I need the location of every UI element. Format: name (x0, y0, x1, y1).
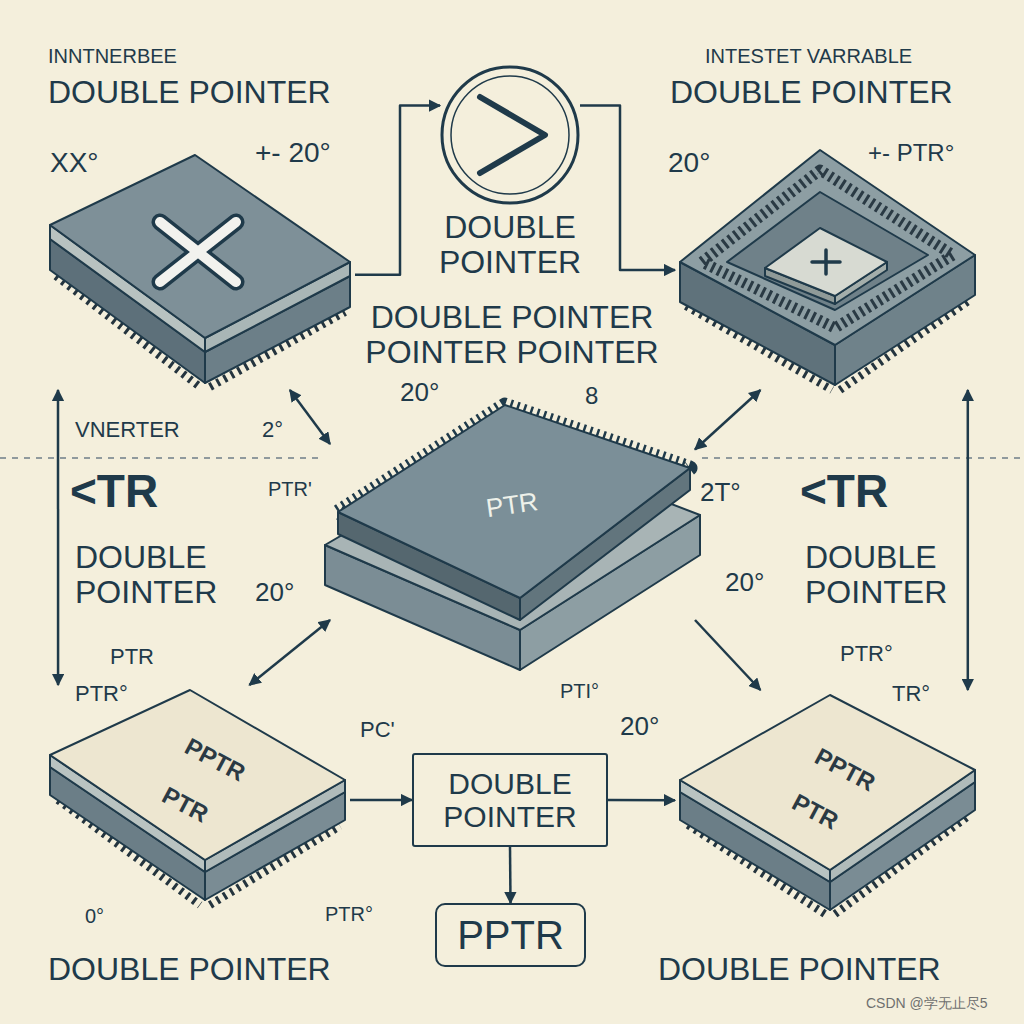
circle-node: DOUBLE POINTER (440, 65, 580, 205)
node-text: DOUBLE POINTER (430, 767, 590, 833)
callout-label: DOUBLE POINTER (805, 540, 980, 610)
chip-node: PPTRPTR (45, 685, 350, 920)
node-heading: DOUBLE POINTER (670, 75, 953, 110)
node-text: PPTR (457, 913, 564, 957)
callout-label: DOUBLE POINTER (48, 952, 331, 987)
callout-label: PC' (360, 718, 395, 742)
callout-label: INTESTET VARRABLE (705, 45, 912, 67)
connector-arrow (608, 799, 675, 802)
callout-label: PTR° (840, 642, 893, 666)
node-text: PTR (158, 782, 213, 828)
callout-label: TR° (892, 682, 930, 706)
callout-label: PTR (110, 645, 154, 669)
watermark: CSDN @学无止尽5 (866, 996, 988, 1011)
callout-label: 20° (725, 568, 764, 597)
callout-label: XX° (50, 148, 99, 179)
callout-label: DOUBLE POINTER (75, 540, 265, 610)
process-box: PPTR (435, 903, 586, 967)
node-heading: DOUBLE POINTER (410, 210, 610, 280)
callout-label: PTR' (268, 478, 312, 500)
node-heading: DOUBLE POINTER (48, 75, 331, 110)
callout-label: INNTNERBEE (48, 45, 177, 67)
connector-arrow (57, 390, 60, 685)
callout-label: <TR (800, 466, 888, 517)
callout-label: 20° (255, 578, 294, 607)
callout-label: 20° (400, 378, 439, 407)
callout-label: 2T° (700, 478, 741, 507)
connector-arrow (249, 620, 330, 685)
callout-label: +- 20° (255, 138, 331, 169)
node-heading: DOUBLE POINTER POINTER POINTER (357, 300, 667, 370)
node-text: PTR (788, 789, 843, 835)
connector-arrow (350, 799, 412, 802)
callout-label: 2° (262, 418, 283, 442)
callout-label: DOUBLE POINTER (658, 952, 941, 987)
connector-arrow (967, 390, 970, 690)
callout-label: PTR° (75, 682, 128, 706)
connector-arrow (290, 390, 330, 444)
chip-node: DOUBLE POINTER (45, 150, 355, 390)
node-text: PPTR (181, 733, 250, 786)
callout-label: 0° (85, 905, 104, 927)
callout-label: 20° (668, 148, 710, 179)
callout-label: VNERTER (75, 418, 180, 442)
process-box: DOUBLE POINTER (412, 753, 608, 847)
callout-label: 8 (585, 383, 598, 409)
callout-label: <TR (70, 466, 158, 517)
callout-label: 20° (620, 712, 659, 741)
chip-node: PPTRPTR (675, 690, 980, 915)
connector-arrow (580, 106, 675, 270)
chip-node: DOUBLE POINTER (675, 150, 980, 390)
chip-node: DOUBLE POINTER POINTER POINTERPTR (330, 400, 695, 675)
connector-arrow (355, 106, 440, 275)
callout-label: PTR° (325, 903, 373, 925)
callout-label: PTI° (560, 680, 599, 702)
connector-arrow (695, 390, 760, 450)
node-text: PTR (484, 487, 539, 523)
connector-arrow (695, 620, 760, 690)
callout-label: +- PTR° (868, 140, 954, 166)
node-text: PPTR (811, 743, 880, 796)
connector-arrow (509, 847, 512, 903)
